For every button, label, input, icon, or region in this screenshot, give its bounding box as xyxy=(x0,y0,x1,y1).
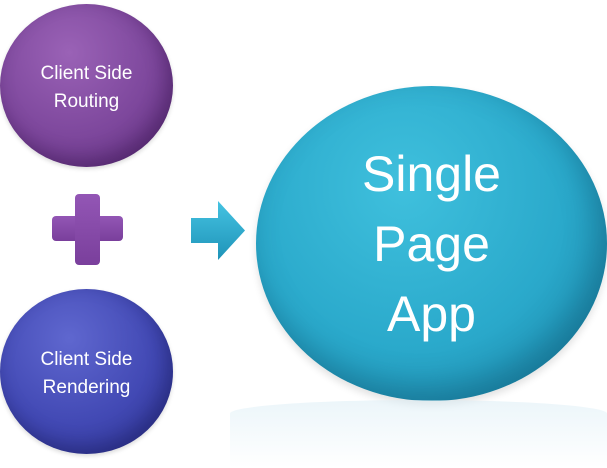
single-page-app-label: Single Page App xyxy=(362,145,501,342)
arrow-right-icon xyxy=(191,201,245,260)
plus-icon xyxy=(52,194,123,265)
result-node-reflection xyxy=(230,400,607,468)
client-side-routing-label: Client Side Routing xyxy=(40,62,133,112)
client-side-rendering-label: Client Side Rendering xyxy=(40,348,133,398)
arrow-shape xyxy=(191,201,245,260)
client-side-rendering-node: Client Side Rendering xyxy=(0,289,173,454)
plus-vertical-bar xyxy=(75,194,100,265)
client-side-routing-node: Client Side Routing xyxy=(0,4,173,167)
single-page-app-node: Single Page App xyxy=(256,86,607,401)
